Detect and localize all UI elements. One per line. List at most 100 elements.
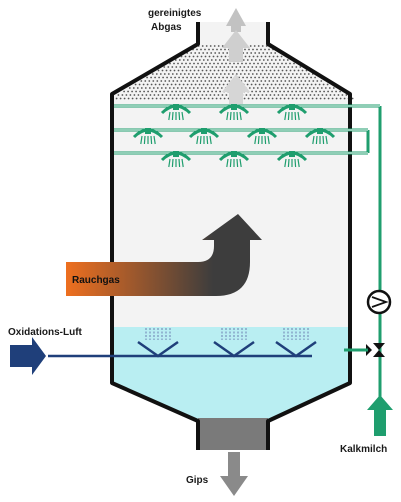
mist-dot: [250, 52, 253, 54]
mist-dot: [258, 76, 260, 79]
mist-dot: [307, 73, 310, 75]
mist-dot: [263, 97, 266, 100]
mist-dot: [254, 52, 257, 54]
mist-dot: [306, 76, 308, 79]
mist-dot: [162, 83, 165, 86]
mist-dot: [286, 59, 289, 61]
mist-dot: [195, 90, 198, 93]
mist-dot: [287, 73, 290, 75]
mist-dot: [282, 76, 284, 79]
mist-dot: [205, 94, 208, 96]
mist-dot: [181, 69, 184, 72]
mist-dot: [254, 83, 257, 86]
mist-dot: [303, 97, 306, 100]
mist-dot: [243, 66, 246, 68]
lime-milk-label: Kalkmilch: [340, 444, 387, 455]
mist-dot: [191, 66, 194, 68]
mist-dot: [210, 59, 213, 61]
mist-dot: [167, 90, 170, 93]
mist-dot: [327, 90, 329, 93]
mist-dot: [131, 90, 134, 93]
mist-dot: [220, 48, 222, 51]
mist-dot: [201, 94, 204, 96]
mist-dot: [210, 76, 213, 79]
mist-dot: [151, 90, 154, 93]
mist-dot: [171, 97, 174, 100]
mist-dot: [198, 76, 201, 79]
mist-dot: [221, 62, 223, 65]
mist-dot: [139, 97, 142, 100]
mist-dot: [315, 97, 318, 100]
gypsum-label: Gips: [186, 475, 209, 486]
mist-dot: [253, 45, 256, 47]
mist-dot: [144, 87, 147, 89]
mist-dot: [320, 87, 323, 89]
mist-dot: [127, 97, 130, 100]
mist-dot: [292, 80, 295, 82]
mist-dot: [295, 73, 298, 75]
mist-dot: [324, 87, 327, 89]
mist-dot: [138, 83, 141, 86]
mist-dot: [247, 73, 250, 75]
mist-dot: [141, 94, 144, 96]
mist-dot: [154, 83, 157, 86]
mist-dot: [181, 94, 184, 96]
mist-dot: [193, 69, 196, 72]
mist-dot: [262, 83, 265, 86]
mist-dot: [239, 73, 242, 75]
mist-dot: [277, 94, 280, 96]
mist-dot: [256, 87, 259, 89]
mist-dot: [216, 87, 219, 89]
mist-dot: [255, 73, 258, 75]
mist-dot: [262, 52, 265, 54]
mist-dot: [119, 97, 122, 100]
mist-dot: [233, 62, 235, 65]
mist-dot: [168, 80, 171, 82]
mist-dot: [150, 83, 153, 86]
mist-dot: [286, 83, 289, 86]
mist-dot: [222, 83, 225, 86]
mist-dot: [278, 76, 280, 79]
mist-dot: [207, 73, 210, 75]
mist-dot: [331, 90, 333, 93]
mist-dot: [219, 66, 222, 68]
mist-dot: [172, 87, 175, 89]
mist-dot: [205, 69, 208, 72]
mist-dot: [258, 52, 261, 54]
mist-dot: [147, 97, 150, 100]
mist-dot: [268, 80, 271, 82]
mist-dot: [201, 69, 204, 72]
mist-dot: [201, 62, 203, 65]
mist-dot: [311, 90, 313, 93]
mist-dot: [297, 69, 300, 72]
mist-dot: [162, 76, 165, 79]
mist-dot: [296, 80, 299, 82]
mist-dot: [190, 83, 193, 86]
mist-dot: [214, 59, 217, 61]
mist-dot: [279, 66, 282, 68]
mist-dot: [132, 87, 135, 89]
mist-dot: [204, 55, 207, 58]
mist-dot: [266, 52, 269, 54]
vessel-wall-right: [266, 22, 352, 450]
mist-dot: [171, 73, 174, 75]
mist-dot: [245, 94, 248, 96]
mist-dot: [301, 69, 304, 72]
mist-dot: [295, 97, 298, 100]
mist-dot: [263, 73, 266, 75]
mist-dot: [245, 62, 247, 65]
mist-dot: [183, 97, 186, 100]
mist-dot: [295, 90, 297, 93]
mist-dot: [189, 94, 192, 96]
mist-dot: [134, 83, 137, 86]
mist-dot: [211, 66, 214, 68]
mist-dot: [253, 62, 255, 65]
mist-dot: [291, 66, 294, 68]
mist-dot: [245, 69, 248, 72]
mist-dot: [257, 62, 259, 65]
oxidation-air-label: Oxidations-Luft: [8, 327, 83, 338]
mist-dot: [231, 73, 234, 75]
mist-dot: [257, 94, 260, 96]
mist-dot: [151, 73, 154, 75]
mist-dot: [268, 87, 271, 89]
